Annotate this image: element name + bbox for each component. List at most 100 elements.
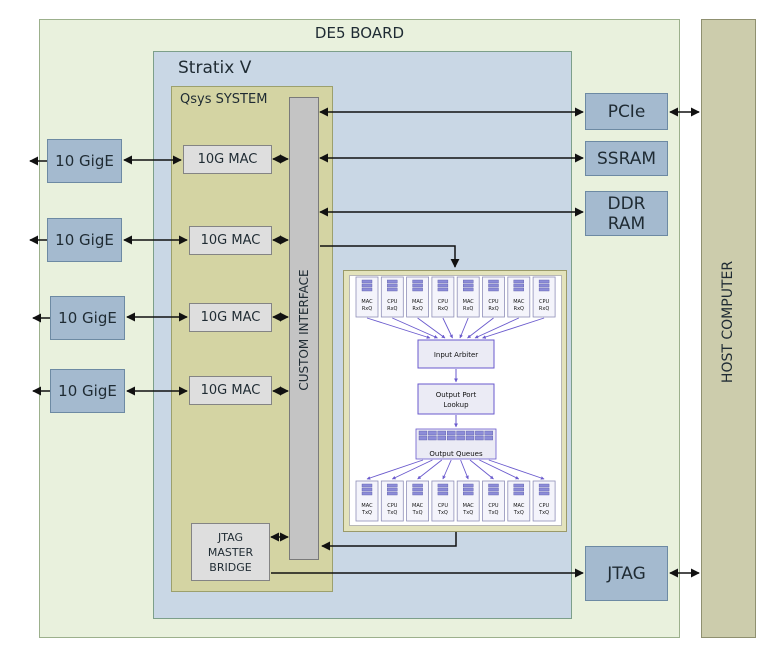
jtag-bridge-line-1: JTAG <box>218 530 243 544</box>
output-queue-slot <box>475 435 484 441</box>
tx-queue-frame <box>355 480 379 522</box>
output-queue-slot <box>428 430 437 436</box>
input-queue-frame <box>355 276 379 318</box>
tx-queue-label-2: TxQ <box>412 510 423 516</box>
output-queues-label: Output Queues <box>429 450 483 458</box>
tx-queue-slot <box>538 487 550 492</box>
input-queue-label-1: CPU <box>438 299 449 305</box>
output-port-lookup-label-1: Output Port <box>436 391 477 399</box>
tx-queue-slot <box>538 491 550 496</box>
fan-out-arrow <box>417 459 443 480</box>
input-queue-label-2: RxQ <box>539 306 549 312</box>
input-queue-frame <box>431 276 455 318</box>
tx-queue-slot <box>513 483 524 488</box>
output-queue-slot <box>465 430 475 436</box>
jtag-block: JTAG <box>585 546 668 601</box>
input-queue-slot <box>538 279 550 284</box>
output-queue-slot <box>418 435 428 441</box>
tx-queue-label-2: TxQ <box>437 510 448 516</box>
tx-queue-frame <box>532 480 556 522</box>
input-queue-label-1: MAC <box>513 299 525 305</box>
input-queue-slot <box>437 287 449 292</box>
input-queue-slot <box>513 283 524 288</box>
input-queue-slot <box>412 283 423 288</box>
fan-in-arrow <box>392 317 438 339</box>
input-queue-label-2: RxQ <box>514 306 524 312</box>
fan-out-arrow <box>442 459 452 480</box>
tx-queue-slot <box>513 491 524 496</box>
output-queue-slot <box>465 435 475 441</box>
input-queue-slot <box>488 287 499 292</box>
input-queue-slot <box>513 279 524 284</box>
fan-in-arrow <box>442 317 453 339</box>
input-queue-label-1: CPU <box>488 299 499 305</box>
mac-2: 10G MAC <box>189 226 272 255</box>
input-queue-frame <box>482 276 505 318</box>
jtag-bridge-line-2: MASTER <box>207 545 254 559</box>
input-queue-frame <box>507 276 531 318</box>
gige-port-3: 10 GigE <box>50 296 125 340</box>
fan-out-arrow <box>488 459 545 480</box>
input-queue-slot <box>387 279 398 284</box>
tx-queue-label-2: TxQ <box>361 510 372 516</box>
tx-queue-slot <box>412 487 423 492</box>
tx-queue-slot <box>513 487 524 492</box>
output-queues-block <box>415 428 497 460</box>
input-queue-label-2: RxQ <box>463 306 473 312</box>
output-queue-slot <box>418 430 428 436</box>
tx-queue-slot <box>361 487 373 492</box>
tx-queue-slot <box>488 487 499 492</box>
pcie-block: PCIe <box>585 93 668 130</box>
gige-port-2: 10 GigE <box>47 218 122 262</box>
tx-queue-label-1: CPU <box>438 503 449 509</box>
input-queue-row: MACRxQCPURxQMACRxQCPURxQMACRxQCPURxQMACR… <box>355 276 556 318</box>
jtag-bridge-line-3: BRIDGE <box>209 560 252 574</box>
qsys-label: Qsys SYSTEM <box>180 92 268 107</box>
input-queue-slot <box>488 283 499 288</box>
ssram-block: SSRAM <box>585 141 668 176</box>
tx-queue-slot <box>387 487 398 492</box>
output-queue-slot <box>428 435 437 441</box>
tx-queue-slot <box>437 483 449 488</box>
input-queue-slot <box>437 283 449 288</box>
tx-queue-slot <box>387 483 398 488</box>
input-queue-label-2: RxQ <box>412 306 422 312</box>
input-queue-frame <box>456 276 480 318</box>
tx-queue-label-1: MAC <box>412 503 424 509</box>
ddr-ram-block: DDR RAM <box>585 191 668 236</box>
fan-in-arrow <box>474 317 519 339</box>
input-queue-slot <box>463 287 474 292</box>
tx-queue-label-1: MAC <box>463 503 475 509</box>
input-queue-label-1: MAC <box>463 299 475 305</box>
tx-queue-label-2: TxQ <box>488 510 499 516</box>
input-queue-slot <box>387 283 398 288</box>
input-arbiter-block <box>417 339 495 369</box>
input-arbiter-label: Input Arbiter <box>434 351 478 359</box>
output-queue-slot <box>447 430 456 436</box>
tx-queue-slot <box>488 491 499 496</box>
tx-queue-slot <box>538 483 550 488</box>
input-queue-label-1: MAC <box>412 299 424 305</box>
output-queue-slot <box>456 435 465 441</box>
tx-queue-frame <box>380 480 404 522</box>
input-queue-label-2: RxQ <box>362 306 372 312</box>
tx-queue-frame <box>507 480 531 522</box>
output-queue-slot <box>437 430 446 436</box>
host-computer <box>701 19 756 638</box>
ddr-label-line-1: DDR <box>607 193 646 214</box>
input-queue-slot <box>361 287 373 292</box>
tx-queue-slot <box>463 491 474 496</box>
input-queue-label-1: MAC <box>361 299 373 305</box>
input-queue-slot <box>463 279 474 284</box>
tx-queue-slot <box>488 483 499 488</box>
